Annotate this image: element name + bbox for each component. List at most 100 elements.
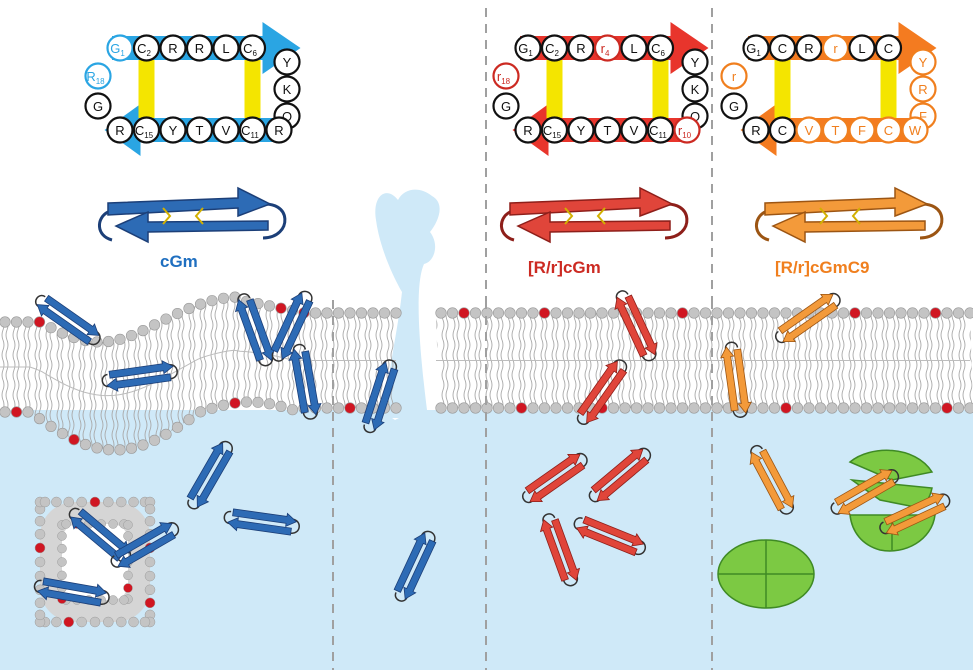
- lipid-head: [148, 319, 161, 331]
- lipid-head: [102, 335, 115, 348]
- lipid-head: [144, 570, 156, 582]
- ribbon-structures: [98, 186, 944, 244]
- svg-text:V: V: [630, 123, 639, 138]
- lipid-head: [390, 307, 402, 319]
- peptide-ribbon: [830, 469, 900, 515]
- lipid-head: [446, 307, 459, 319]
- lipid-head: [108, 595, 118, 605]
- lipid-head: [57, 543, 67, 554]
- lipid-head: [573, 307, 585, 319]
- svg-text:R: R: [168, 41, 177, 56]
- lipid-head: [469, 307, 482, 319]
- lipid-head: [906, 402, 919, 414]
- svg-text:R: R: [523, 123, 532, 138]
- lipid-head: [332, 307, 345, 319]
- svg-text:r4: r4: [601, 41, 610, 58]
- lipid-head: [504, 402, 516, 414]
- pore-efflux: [375, 189, 440, 418]
- peptide-ribbon: [186, 440, 234, 510]
- svg-text:W: W: [909, 123, 922, 138]
- lipid-head: [757, 402, 769, 414]
- lipid-head: [849, 402, 861, 414]
- svg-text:R: R: [576, 41, 585, 56]
- lipid-head: [492, 402, 505, 414]
- residue: C11: [646, 116, 675, 144]
- svg-text:T: T: [604, 123, 612, 138]
- lipid-head: [826, 402, 838, 414]
- lipid-head: [561, 402, 574, 414]
- label-R-r-cGm: [R/r]cGm: [528, 258, 601, 277]
- disulfide-bond: [652, 60, 669, 118]
- svg-text:L: L: [858, 41, 865, 56]
- lipid-head: [128, 496, 139, 508]
- lipid-head: [458, 402, 470, 414]
- lipid-head: [929, 402, 942, 414]
- peptide-ribbon: [879, 492, 951, 536]
- lipid-head: [321, 402, 333, 414]
- residue: V: [620, 116, 648, 144]
- lipid-head: [45, 420, 57, 432]
- svg-text:K: K: [691, 82, 700, 97]
- residue: T: [821, 116, 850, 144]
- residue: C: [768, 34, 797, 62]
- residue: C6: [238, 34, 267, 62]
- svg-text:R: R: [751, 123, 760, 138]
- lipid-head: [34, 515, 46, 527]
- residue: C: [874, 116, 903, 144]
- lipid-head: [860, 307, 873, 319]
- lipid-head: [941, 402, 953, 414]
- residue: R: [185, 34, 214, 62]
- peptide-ribbon: [68, 507, 132, 563]
- lipid-head: [171, 307, 184, 320]
- svg-text:R: R: [274, 123, 283, 138]
- lipid-head: [160, 428, 172, 440]
- lipid-head: [791, 402, 804, 414]
- lipid-head: [538, 402, 551, 414]
- svg-text:Y: Y: [577, 123, 586, 138]
- lipid-head: [144, 584, 156, 596]
- label-cGm: cGm: [160, 252, 198, 271]
- lipid-head: [515, 402, 528, 414]
- lipid-head: [123, 570, 133, 581]
- lipid-head: [56, 427, 69, 440]
- svg-text:Y: Y: [283, 55, 292, 70]
- lipid-head: [171, 421, 184, 433]
- peptide-ribbon: [749, 444, 795, 515]
- lipid-head: [837, 402, 850, 414]
- lipid-head: [137, 439, 149, 451]
- lipid-head: [103, 496, 114, 508]
- label-R-r-cGmC9: [R/r]cGmC9: [775, 258, 870, 277]
- lipid-head: [116, 616, 127, 628]
- peptide-ribbon: [98, 186, 287, 244]
- lipid-head: [183, 302, 195, 315]
- svg-text:r: r: [732, 69, 737, 84]
- residue: R: [742, 116, 770, 144]
- lipid-head: [139, 616, 151, 628]
- lipid-head: [108, 519, 118, 529]
- lipid-head: [390, 402, 402, 414]
- lipid-head: [642, 307, 654, 319]
- lipid-head: [538, 307, 551, 319]
- lipid-head: [814, 402, 827, 414]
- lipid-head: [561, 307, 574, 319]
- svg-text:C: C: [884, 41, 893, 56]
- peptide-ribbon: [539, 513, 581, 587]
- svg-text:Y: Y: [169, 123, 178, 138]
- lipid-head: [34, 542, 46, 554]
- residue: R: [909, 75, 937, 103]
- lipid-head: [941, 307, 953, 319]
- lipid-head: [144, 515, 156, 527]
- residue: C6: [646, 34, 675, 62]
- lipid-head: [321, 307, 333, 319]
- residue: G: [720, 92, 748, 120]
- lipid-head: [699, 307, 712, 319]
- lipid-head: [79, 438, 92, 451]
- lipid-head: [275, 302, 287, 314]
- residue: r: [720, 62, 748, 90]
- svg-text:R: R: [115, 123, 124, 138]
- lipid-head: [123, 520, 133, 530]
- lipid-head: [194, 406, 207, 418]
- lipid-head: [144, 556, 156, 568]
